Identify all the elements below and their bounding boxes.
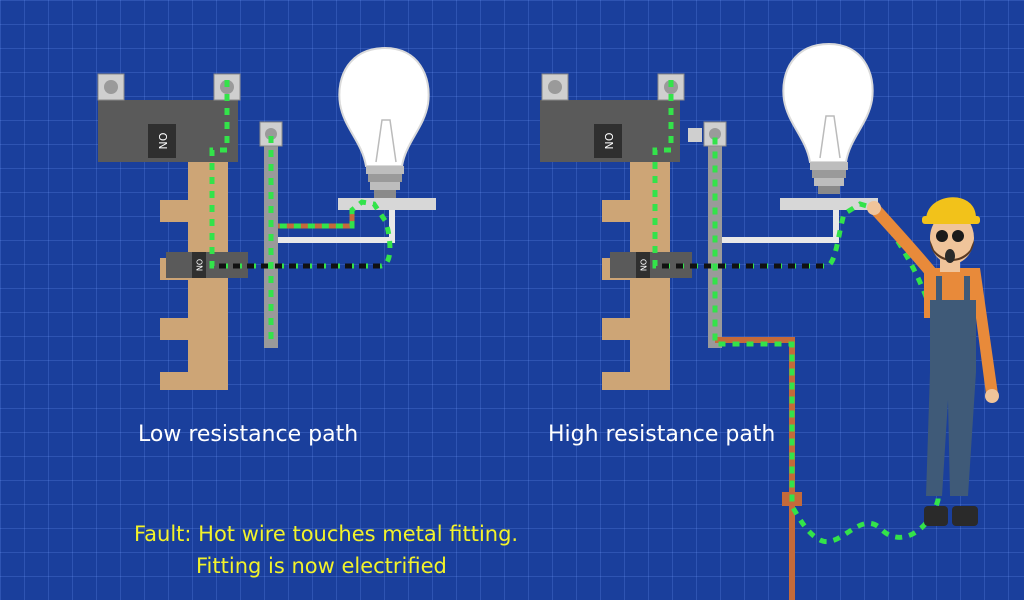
left-main-breaker-switch [148, 124, 176, 158]
right-ground-wire [715, 337, 795, 600]
fault-note-line1: Fault: Hot wire touches metal fitting. [134, 522, 519, 546]
left-panel: ON ON [97, 46, 436, 390]
electrician-icon [867, 197, 999, 526]
left-panel-label: Low resistance path [138, 422, 359, 447]
right-current-path [652, 80, 941, 545]
left-branch-breaker-label: ON [195, 259, 204, 271]
right-panel: ON ON [540, 42, 941, 600]
fault-note-line2: Fitting is now electrified [196, 554, 447, 578]
right-bulb-fitting [780, 198, 878, 210]
right-panel-label: High resistance path [548, 422, 776, 447]
left-light-bulb-icon [338, 46, 430, 198]
left-main-breaker-label: ON [156, 133, 169, 150]
right-main-breaker-label: ON [602, 133, 615, 150]
right-branch-breaker-label: ON [639, 259, 648, 271]
right-light-bulb-icon [782, 42, 874, 194]
right-neutral-bar [708, 122, 722, 348]
